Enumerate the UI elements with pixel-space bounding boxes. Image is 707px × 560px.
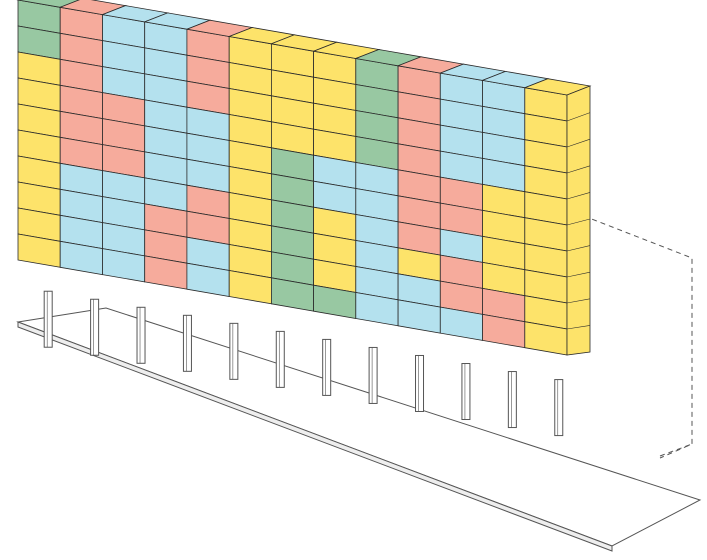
end-face-joint bbox=[566, 298, 591, 304]
end-face-joint bbox=[566, 218, 591, 226]
piloti bbox=[507, 371, 517, 429]
piloti bbox=[182, 314, 192, 372]
end-face-joint bbox=[566, 165, 591, 174]
piloti bbox=[322, 338, 332, 396]
end-face-joint bbox=[566, 271, 591, 278]
module-roof bbox=[16, 0, 80, 8]
platform bbox=[16, 307, 702, 547]
end-face-joint bbox=[566, 245, 591, 252]
piloti bbox=[461, 363, 471, 421]
envelope-base bbox=[659, 443, 693, 457]
piloti bbox=[554, 379, 564, 437]
module-end-face bbox=[566, 85, 591, 356]
piloti bbox=[136, 306, 146, 364]
piloti bbox=[90, 298, 100, 356]
end-face-joint bbox=[566, 325, 591, 330]
piloti bbox=[43, 290, 53, 348]
end-face-joint bbox=[566, 112, 591, 122]
end-face-joint bbox=[566, 192, 591, 200]
piloti bbox=[229, 322, 239, 380]
end-face-joint bbox=[566, 138, 591, 148]
piloti bbox=[275, 330, 285, 388]
piloti bbox=[415, 354, 425, 412]
platform-edge bbox=[17, 321, 613, 552]
piloti bbox=[368, 346, 378, 404]
